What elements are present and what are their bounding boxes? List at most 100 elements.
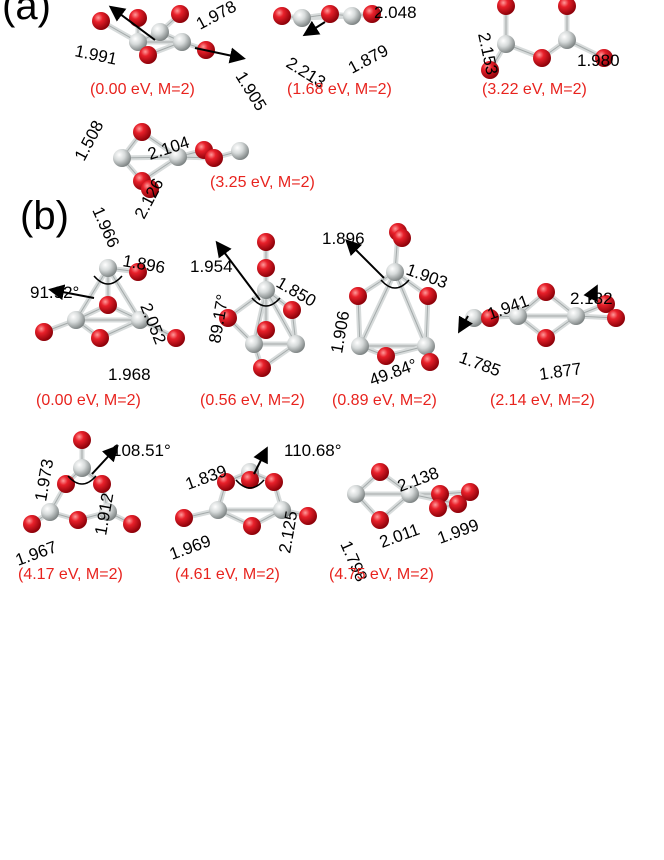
oxygen-atom-p1-s4-8 bbox=[123, 515, 141, 533]
bond-edge-p1-s1-1 bbox=[265, 289, 297, 345]
oxygen-atom-p1-s4-5 bbox=[93, 475, 111, 493]
metal-atom-p0-s1-1 bbox=[343, 7, 361, 25]
oxygen-atom-p1-s5-5 bbox=[243, 517, 261, 535]
oxygen-atom-p1-s4-4 bbox=[57, 475, 75, 493]
bond-length-label-p0-s0-0: 1.978 bbox=[193, 0, 239, 34]
bond-edge-p1-s2-0 bbox=[359, 271, 396, 347]
arrow-p0-s0-0 bbox=[108, 5, 156, 41]
oxygen-atom-p1-s6-6 bbox=[449, 495, 467, 513]
oxygen-atom-p1-s4-3 bbox=[73, 431, 91, 449]
metal-atom-p1-s4-2 bbox=[99, 503, 117, 521]
angle-arc-p1-s4 bbox=[67, 475, 97, 485]
arrow-p1-s4-0 bbox=[91, 445, 119, 475]
oxygen-atom-p1-s3-3 bbox=[537, 283, 555, 301]
bond-length-label-p1-s2-2: 1.906 bbox=[327, 309, 353, 354]
oxygen-atom-p0-s2-3 bbox=[558, 0, 576, 15]
metal-atom-p1-s5-2 bbox=[273, 501, 291, 519]
caption-a4: (3.25 eV, M=2) bbox=[210, 174, 315, 191]
angle-label-p1-s1: 89.17° bbox=[205, 293, 232, 345]
oxygen-atom-p1-s6-7 bbox=[429, 499, 447, 517]
metal-atom-p0-s1-0 bbox=[293, 9, 311, 27]
bond-length-label-p0-s0-1: 1.991 bbox=[73, 41, 119, 68]
oxygen-atom-p1-s6-4 bbox=[431, 485, 449, 503]
oxygen-atom-p1-s5-3 bbox=[217, 473, 235, 491]
bond-edge-p1-s2-1 bbox=[394, 271, 427, 347]
bond-length-label-p0-s2-0: 2.153 bbox=[474, 31, 501, 77]
oxygen-atom-p0-s3-2 bbox=[133, 123, 151, 141]
arrow-p1-s2-0 bbox=[345, 239, 385, 279]
oxygen-atom-p1-s5-7 bbox=[299, 507, 317, 525]
metal-atom-p1-s2-2 bbox=[417, 337, 435, 355]
metal-atom-p1-s1-2 bbox=[287, 335, 305, 353]
oxygen-atom-p1-s0-4 bbox=[129, 263, 147, 281]
caption-a1: (0.00 eV, M=2) bbox=[90, 81, 195, 98]
oxygen-atom-p1-s1-4 bbox=[257, 259, 275, 277]
metal-atom-p0-s2-0 bbox=[497, 35, 515, 53]
bond-edge-p1-s0-0 bbox=[75, 267, 109, 321]
angle-arc-p1-s0 bbox=[93, 275, 123, 285]
metal-atom-p1-s4-0 bbox=[73, 459, 91, 477]
caption-b6: (4.61 eV, M=2) bbox=[175, 566, 280, 583]
bond-length-label-p0-s3-2: 1.966 bbox=[88, 204, 123, 251]
oxygen-atom-p1-s3-7 bbox=[481, 309, 499, 327]
oxygen-atom-p0-s2-5 bbox=[533, 49, 551, 67]
caption-a2: (1.68 eV, M=2) bbox=[287, 81, 392, 98]
oxygen-atom-p0-s3-6 bbox=[205, 149, 223, 167]
oxygen-atom-p1-s0-7 bbox=[167, 329, 185, 347]
oxygen-atom-p0-s0-7 bbox=[129, 9, 147, 27]
angle-label-p1-s0: 91.92° bbox=[30, 283, 79, 302]
oxygen-atom-p1-s5-4 bbox=[265, 473, 283, 491]
oxygen-atom-p0-s3-4 bbox=[141, 180, 159, 198]
arrow-p1-s0-0 bbox=[48, 284, 95, 301]
metal-atom-p0-s3-7 bbox=[231, 142, 249, 160]
bond-edge-p1-s0-1 bbox=[107, 267, 141, 321]
panel-label-a: (a) bbox=[2, 0, 51, 28]
arrow-p0-s0-1 bbox=[194, 47, 246, 64]
arrow-p0-s1-0 bbox=[302, 20, 326, 37]
metal-atom-p1-s6-0 bbox=[347, 485, 365, 503]
metal-atom-p1-s4-1 bbox=[41, 503, 59, 521]
angle-arc-p1-s5 bbox=[235, 479, 265, 489]
oxygen-atom-p1-s3-5 bbox=[597, 295, 615, 313]
bond-length-label-p1-s2-0: 1.896 bbox=[322, 229, 365, 248]
oxygen-atom-p1-s0-6 bbox=[91, 329, 109, 347]
metal-atom-p1-s0-2 bbox=[131, 311, 149, 329]
caption-b4: (2.14 eV, M=2) bbox=[490, 392, 595, 409]
metal-atom-p0-s0-1 bbox=[173, 33, 191, 51]
oxygen-atom-p1-s1-8 bbox=[253, 359, 271, 377]
oxygen-atom-p1-s5-8 bbox=[241, 471, 259, 489]
caption-b2: (0.56 eV, M=2) bbox=[200, 392, 305, 409]
angle-label-p1-s4: 108.51° bbox=[112, 441, 171, 460]
oxygen-atom-p0-s1-4 bbox=[363, 5, 381, 23]
bond-length-label-p0-s3-0: 1.508 bbox=[71, 117, 108, 163]
angle-label-p1-s5: 110.68° bbox=[284, 441, 342, 460]
bond-length-label-p1-s4-2: 1.967 bbox=[13, 537, 59, 569]
oxygen-atom-p1-s1-6 bbox=[257, 321, 275, 339]
oxygen-atom-p0-s0-4 bbox=[171, 5, 189, 23]
metal-atom-p0-s0-0 bbox=[129, 33, 147, 51]
caption-b7: (4.75 eV, M=2) bbox=[329, 566, 434, 583]
bond-length-label-p1-s0-0: 1.896 bbox=[121, 251, 166, 277]
oxygen-atom-p0-s1-2 bbox=[273, 7, 291, 25]
bond-length-label-p1-s4-0: 1.973 bbox=[31, 457, 57, 502]
oxygen-atom-p0-s2-2 bbox=[497, 0, 515, 15]
arrow-p1-s1-0 bbox=[215, 240, 261, 301]
arrow-p1-s3-0 bbox=[583, 284, 598, 303]
bond-length-label-p1-s0-2: 1.968 bbox=[108, 365, 151, 384]
bond-length-label-p1-s3-1: 2.132 bbox=[570, 289, 613, 308]
metal-atom-p1-s1-0 bbox=[257, 281, 275, 299]
oxygen-atom-p1-s6-2 bbox=[371, 463, 389, 481]
bond-length-label-p1-s5-2: 1.969 bbox=[167, 531, 213, 563]
oxygen-atom-p1-s0-5 bbox=[35, 323, 53, 341]
oxygen-atom-p0-s2-6 bbox=[595, 49, 613, 67]
oxygen-atom-p1-s6-3 bbox=[371, 511, 389, 529]
oxygen-atom-p1-s4-6 bbox=[69, 511, 87, 529]
metal-atom-p1-s5-1 bbox=[209, 501, 227, 519]
oxygen-atom-p1-s0-3 bbox=[99, 296, 117, 314]
metal-atom-p0-s3-0 bbox=[113, 149, 131, 167]
bond-length-label-p0-s0-2: 1.905 bbox=[232, 68, 271, 114]
oxygen-atom-p1-s2-8 bbox=[421, 353, 439, 371]
oxygen-atom-p1-s1-7 bbox=[283, 301, 301, 319]
oxygen-atom-p1-s2-4 bbox=[393, 229, 411, 247]
